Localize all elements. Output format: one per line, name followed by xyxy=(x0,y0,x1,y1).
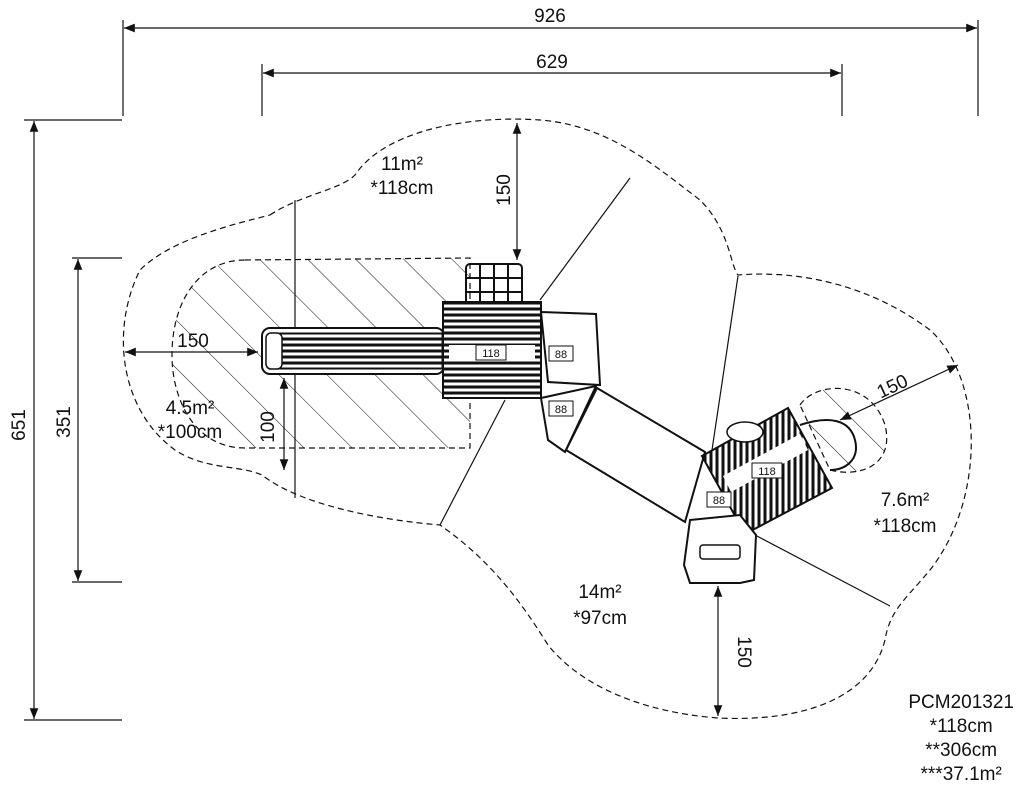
bridge xyxy=(564,386,707,524)
label-clearance-left: 150 xyxy=(177,331,209,352)
dimension-equipment-height xyxy=(72,257,122,583)
label-clearance-bottom: 150 xyxy=(733,636,754,668)
label-equipment-width: 629 xyxy=(536,52,568,73)
zone-slide-area: 4.5m² xyxy=(166,398,215,419)
label-overall-width: 926 xyxy=(534,6,566,27)
product-fall-height: **306cm xyxy=(925,740,998,761)
tag-right-platform: 118 xyxy=(758,466,776,478)
zone-top-height: *118cm xyxy=(370,178,433,199)
label-clearance-top: 150 xyxy=(494,174,515,206)
zone-right-height: *118cm xyxy=(873,516,936,537)
product-area: ***37.1m² xyxy=(920,764,1002,785)
safety-zone-boundary xyxy=(122,118,972,720)
climbing-net xyxy=(465,263,523,307)
zone-bottom-area: 14m² xyxy=(578,582,621,603)
product-free-height: *118cm xyxy=(929,716,993,737)
label-equipment-height: 351 xyxy=(54,406,75,438)
right-slide xyxy=(799,419,857,471)
label-clearance-inner: 100 xyxy=(258,411,279,443)
product-code: PCM201321 xyxy=(908,692,1014,713)
bottom-step xyxy=(682,513,758,584)
zone-top-area: 11m² xyxy=(381,154,423,175)
slide xyxy=(261,327,445,375)
zone-right-area: 7.6m² xyxy=(881,490,930,511)
dimension-overall-height xyxy=(24,119,122,721)
tag-step-upper: 88 xyxy=(555,349,567,361)
dimension-equipment-width xyxy=(261,64,843,116)
tag-main-platform: 118 xyxy=(482,348,500,360)
tag-step-right: 88 xyxy=(713,495,725,507)
zone-slide-height: *100cm xyxy=(158,422,222,443)
clearance-right xyxy=(839,364,959,421)
label-clearance-right: 150 xyxy=(874,371,912,403)
zone-bottom-height: *97cm xyxy=(573,608,627,629)
tag-step-lower: 88 xyxy=(555,404,567,416)
label-overall-height: 651 xyxy=(9,409,30,441)
dimension-overall-width xyxy=(122,20,979,116)
product-info: PCM201321 *118cm **306cm ***37.1m² xyxy=(908,691,1014,787)
